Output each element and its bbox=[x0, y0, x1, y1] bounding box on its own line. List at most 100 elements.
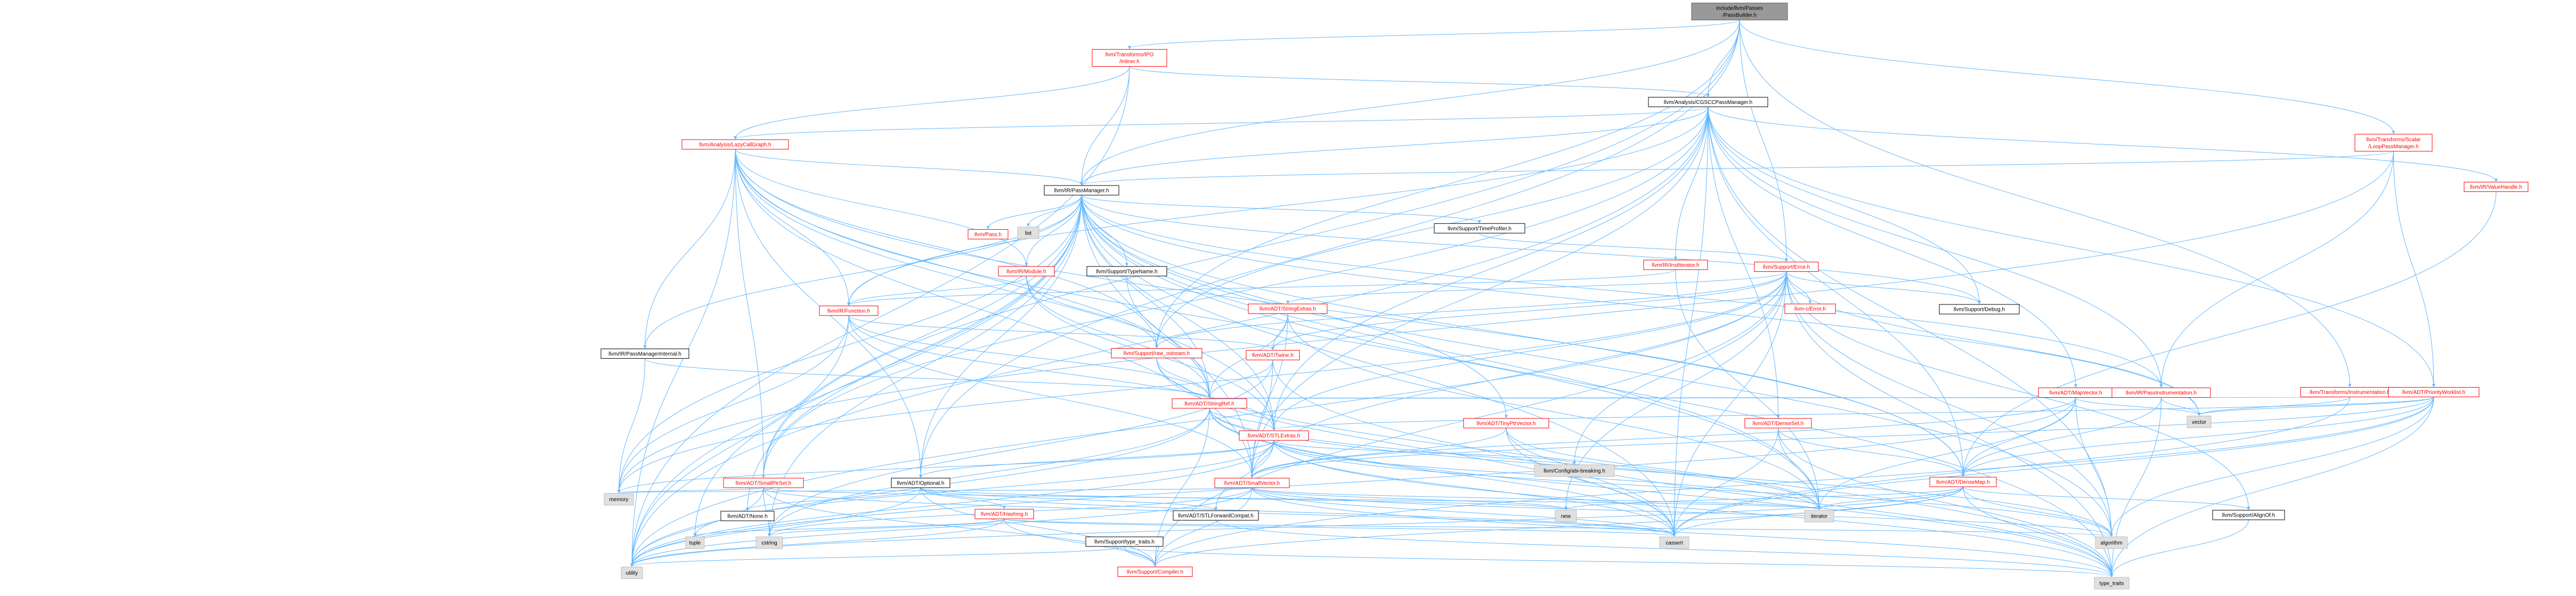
node-none[interactable]: llvm/ADT/None.h bbox=[720, 511, 775, 521]
node-box-tuple bbox=[685, 536, 705, 549]
node-cgscc[interactable]: llvm/Analysis/CGSCCPassManager.h bbox=[1648, 96, 1768, 107]
node-denseset[interactable]: llvm/ADT/DenseSet.h bbox=[1744, 418, 1812, 429]
node-passmgr[interactable]: llvm/IR/PassManager.h bbox=[1044, 185, 1119, 196]
node-error[interactable]: llvm/Support/Error.h bbox=[1754, 261, 1819, 272]
edge-lazycg-to-function bbox=[735, 149, 850, 306]
edge-passmgr-to-module bbox=[1025, 195, 1082, 267]
node-label-alignof: llvm/Support/AlignOf.h bbox=[2222, 513, 2276, 519]
node-stringextras[interactable]: llvm/ADT/StringExtras.h bbox=[1248, 303, 1328, 314]
node-smallvector[interactable]: llvm/ADT/SmallVector.h bbox=[1214, 478, 1290, 488]
edge-stlextras-to-type_traits bbox=[1273, 440, 2114, 577]
edge-root-to-inliner bbox=[1128, 20, 1740, 50]
node-label-list: list bbox=[1025, 230, 1031, 236]
edge-cgscc-to-smallptrset bbox=[762, 107, 1709, 478]
node-typename[interactable]: llvm/Support/TypeName.h bbox=[1086, 266, 1167, 277]
node-typetraits_s[interactable]: llvm/Support/type_traits.h bbox=[1085, 536, 1164, 547]
edge-denseset-to-densemap bbox=[1778, 428, 1965, 477]
node-label-stlfwd: llvm/ADT/STLForwardCompat.h bbox=[1178, 513, 1254, 519]
node-label-optional: llvm/ADT/Optional.h bbox=[897, 480, 945, 486]
edge-denseset-to-cassert bbox=[1672, 428, 1778, 537]
edge-denseset-to-iterator bbox=[1778, 428, 1821, 510]
node-box-loopm bbox=[2354, 134, 2433, 152]
node-label-inliner: /Inliner.h bbox=[1119, 59, 1140, 65]
node-twine[interactable]: llvm/ADT/Twine.h bbox=[1246, 350, 1300, 360]
node-passh[interactable]: llvm/Pass.h bbox=[968, 229, 1009, 239]
edge-cgscc-to-debug bbox=[1708, 107, 1981, 304]
node-timeprof[interactable]: llvm/Support/TimeProfiler.h bbox=[1434, 223, 1525, 233]
node-box-valuehandle bbox=[2464, 182, 2529, 192]
node-stringref[interactable]: llvm/ADT/StringRef.h bbox=[1172, 398, 1247, 409]
node-cerror[interactable]: llvm-c/Error.h bbox=[1784, 303, 1836, 314]
node-label-loopm: /LoopPassManager.h bbox=[2368, 144, 2419, 150]
node-passinstr[interactable]: llvm/IR/PassInstrumentation.h bbox=[2111, 388, 2211, 398]
node-box-priorityworklist bbox=[2388, 387, 2480, 398]
edge-passmgr-to-none bbox=[746, 195, 1082, 511]
node-function[interactable]: llvm/IR/Function.h bbox=[819, 305, 879, 316]
node-optional[interactable]: llvm/ADT/Optional.h bbox=[891, 478, 950, 488]
node-inliner[interactable]: llvm/Transforms/IPO/Inliner.h bbox=[1092, 49, 1167, 67]
node-stlfwd[interactable]: llvm/ADT/STLForwardCompat.h bbox=[1173, 510, 1259, 521]
node-transinstr[interactable]: llvm/Transforms/Instrumentation.h bbox=[2300, 387, 2400, 398]
node-label-stringextras: llvm/ADT/StringExtras.h bbox=[1259, 307, 1316, 312]
edge-optional-to-utility bbox=[630, 487, 921, 567]
node-hashing[interactable]: llvm/ADT/Hashing.h bbox=[974, 509, 1034, 519]
node-debug[interactable]: llvm/Support/Debug.h bbox=[1939, 304, 2020, 315]
edge-lazycg-to-smallvector bbox=[735, 149, 1254, 478]
edge-loopm-to-priorityworklist bbox=[2393, 151, 2435, 388]
edge-error-to-rawostream bbox=[1155, 271, 1787, 349]
node-mapvector[interactable]: llvm/ADT/MapVector.h bbox=[2038, 388, 2114, 398]
node-label-utility: utility bbox=[626, 570, 638, 576]
node-box-algorithm bbox=[2095, 536, 2128, 549]
node-box-cerror bbox=[1784, 303, 1836, 314]
edge-stlextras-to-cassert bbox=[1273, 440, 1676, 537]
node-valuehandle[interactable]: llvm/IR/ValueHandle.h bbox=[2464, 182, 2529, 192]
edge-root-to-error bbox=[1739, 20, 1788, 262]
node-pmint[interactable]: llvm/IR/PassManagerInternal.h bbox=[600, 348, 689, 359]
edge-priorityworklist-to-stlextras bbox=[1272, 397, 2434, 431]
edge-twine-to-stringref bbox=[1208, 360, 1273, 399]
edge-function-to-stlextras bbox=[848, 315, 1275, 431]
edge-stlextras-to-algorithm bbox=[1273, 440, 2113, 537]
node-densemap[interactable]: llvm/ADT/DenseMap.h bbox=[1929, 477, 1997, 487]
node-stlextras[interactable]: llvm/ADT/STLExtras.h bbox=[1239, 430, 1309, 441]
node-lazycg[interactable]: llvm/Analysis/LazyCallGraph.h bbox=[681, 139, 789, 150]
node-box-type_traits bbox=[2094, 577, 2130, 590]
edge-stringref-to-algorithm bbox=[1209, 408, 2113, 537]
edge-error-to-debug bbox=[1786, 271, 1981, 304]
edge-cgscc-to-rawostream bbox=[1155, 107, 1709, 349]
node-label-priorityworklist: llvm/ADT/PriorityWorklist.h bbox=[2402, 390, 2465, 396]
edge-densemap-to-type_traits bbox=[1963, 487, 2114, 577]
node-priorityworklist[interactable]: llvm/ADT/PriorityWorklist.h bbox=[2388, 387, 2480, 398]
edge-passmgr-to-algorithm bbox=[1081, 195, 2113, 537]
edge-alignof-to-type_traits bbox=[2110, 520, 2249, 577]
node-module[interactable]: llvm/IR/Module.h bbox=[998, 266, 1055, 277]
node-loopm[interactable]: llvm/Transforms/Scalar/LoopPassManager.h bbox=[2354, 134, 2433, 152]
edge-densemap-to-iterator bbox=[1817, 486, 1963, 510]
edge-priorityworklist-to-vector bbox=[2197, 397, 2434, 416]
node-compiler[interactable]: llvm/Support/Compiler.h bbox=[1117, 566, 1193, 577]
edge-smallptrset-to-iterator bbox=[763, 487, 1821, 510]
node-label-type_traits: type_traits bbox=[2099, 581, 2124, 586]
edge-smallvector-to-iterator bbox=[1252, 487, 1821, 510]
edge-inliner-to-passmgr bbox=[1080, 66, 1130, 186]
node-label-transinstr: llvm/Transforms/Instrumentation.h bbox=[2310, 390, 2390, 396]
edge-densemap-to-utility bbox=[630, 486, 1963, 567]
edge-typetraits_s-to-utility bbox=[630, 546, 1125, 567]
edge-stringextras-to-twine bbox=[1271, 313, 1288, 350]
node-box-new bbox=[1555, 510, 1577, 522]
node-box-alignof bbox=[2212, 510, 2285, 520]
node-tinyptrvector[interactable]: llvm/ADT/TinyPtrVector.h bbox=[1463, 418, 1549, 429]
node-box-debug bbox=[1939, 304, 2020, 315]
node-rawostream[interactable]: llvm/Support/raw_ostream.h bbox=[1111, 348, 1202, 358]
node-box-compiler bbox=[1117, 566, 1193, 577]
edge-priorityworklist-to-type_traits bbox=[2110, 397, 2434, 577]
node-label-densemap: llvm/ADT/DenseMap.h bbox=[1936, 480, 1989, 486]
node-label-function: llvm/IR/Function.h bbox=[827, 308, 870, 314]
edge-stringref-to-stlextras bbox=[1209, 408, 1275, 431]
node-box-lazycg bbox=[681, 139, 789, 150]
node-smallptrset[interactable]: llvm/ADT/SmallPtrSet.h bbox=[723, 478, 804, 488]
node-institer[interactable]: llvm/IR/InstIterator.h bbox=[1643, 260, 1708, 270]
node-alignof[interactable]: llvm/Support/AlignOf.h bbox=[2212, 510, 2285, 520]
edge-smallvector-to-new bbox=[1252, 487, 1567, 510]
edge-passmgr-to-vector bbox=[1081, 195, 2201, 416]
